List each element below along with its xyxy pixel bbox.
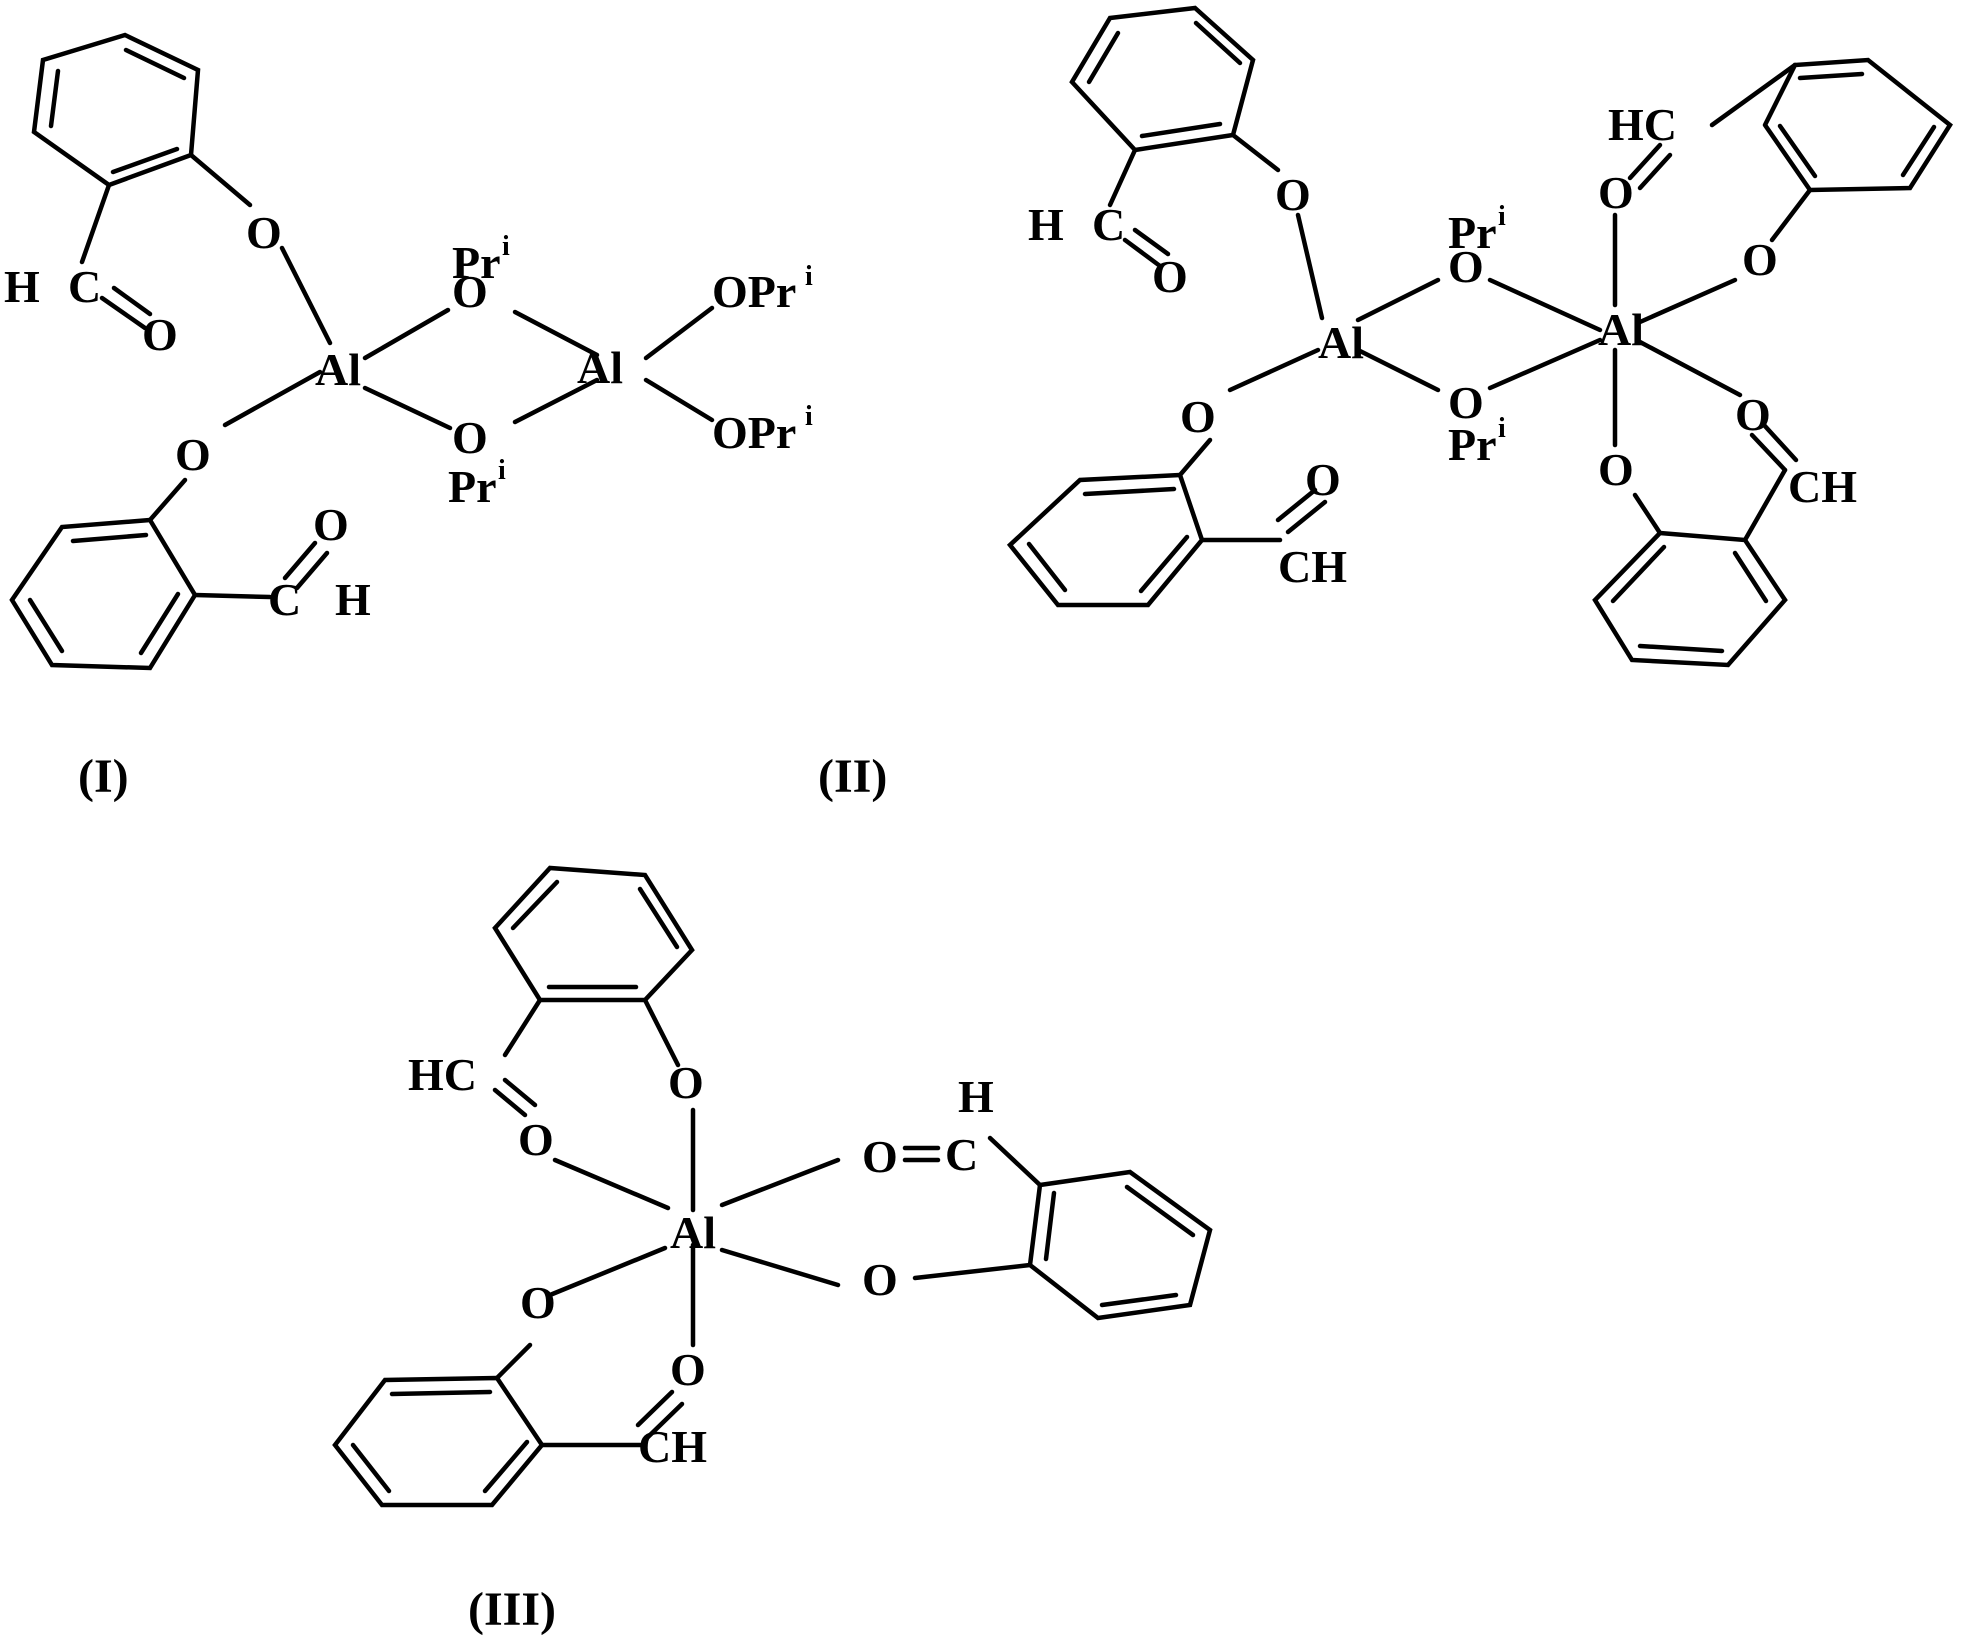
II-aluminium-right: Al [1598, 304, 1644, 355]
I-oxygen-isopropoxide-bottom: OPr [712, 407, 796, 458]
III-oxygen-bottom-phenoxide: O [520, 1277, 556, 1328]
III-carbon-right-aldehyde: C [945, 1129, 978, 1180]
caption-structure-III: (III) [468, 1583, 556, 1636]
I-oxygen-bridge-top: O [452, 266, 488, 317]
caption-structure-I: (I) [78, 750, 129, 803]
I-isopropyl-bottom: Pr [448, 461, 497, 512]
I-oxygen-bottom-phenoxide: O [175, 429, 211, 480]
II-isopropyl-top-sup: i [1498, 201, 1506, 232]
I-oxygen-isopropoxide-top-sup: i [805, 261, 813, 292]
I-oxygen-bridge-bottom: O [452, 412, 488, 463]
II-oxygen-bridge-bottom: O [1448, 377, 1484, 428]
II-oxygen-bottom-left-phenoxide: O [1180, 391, 1216, 442]
III-aluminium-center: Al [670, 1207, 716, 1258]
structure-II-bottom-left-ring [1006, 472, 1205, 608]
structure-II-top-right-ring [1762, 57, 1953, 193]
I-isopropyl-top: Pr [452, 237, 501, 288]
structure-II-bottom-right-ring [1592, 530, 1788, 668]
II-carbon-hydrogen-bottom-right-aldehyde: CH [1788, 461, 1857, 512]
structure-III-right-ring [1027, 1169, 1213, 1321]
II-oxygen-top-right-phenoxide: O [1742, 234, 1778, 285]
II-oxygen-bottom-right-phenoxide: O [1598, 444, 1634, 495]
II-oxygen-top-left-aldehyde: O [1152, 251, 1188, 302]
structure-I-top-ring [31, 32, 201, 188]
I-carbon-top-aldehyde: C [68, 261, 101, 312]
II-isopropyl-bottom-sup: i [1498, 413, 1506, 444]
I-aluminium-right: Al [577, 342, 623, 393]
III-hydrogen-right-aldehyde: H [958, 1071, 994, 1122]
II-aluminium-left: Al [1318, 317, 1364, 368]
III-hydrogen-carbon-top-aldehyde: HC [408, 1049, 477, 1100]
I-oxygen-isopropoxide-top: OPr [712, 266, 796, 317]
II-carbon-top-left-aldehyde: C [1092, 199, 1125, 250]
structure-I-bottom-ring [9, 517, 198, 671]
I-oxygen-bottom-aldehyde: O [313, 499, 349, 550]
I-hydrogen-top-aldehyde: H [4, 261, 40, 312]
structure-III-bottom-left-ring [332, 1375, 545, 1508]
I-oxygen-top-aldehyde: O [142, 309, 178, 360]
II-oxygen-bridge-top: O [1448, 241, 1484, 292]
caption-structure-II: (II) [818, 750, 887, 803]
III-oxygen-right-phenoxide: O [862, 1254, 898, 1305]
structure-III-top-ring [492, 865, 695, 1003]
structure-II: O H C O Al Pr i O O Pr i O O CH Al HC O … [818, 5, 1953, 803]
II-oxygen-top-left-phenoxide: O [1275, 169, 1311, 220]
II-oxygen-top-right-aldehyde: O [1598, 167, 1634, 218]
II-isopropyl-top: Pr [1448, 207, 1497, 258]
II-oxygen-bottom-right-aldehyde: O [1735, 389, 1771, 440]
structure-I: O H C O Al Pr i O Al OPr i OPr i O Pr i … [4, 32, 813, 803]
III-oxygen-right-aldehyde: O [862, 1131, 898, 1182]
I-hydrogen-bottom-aldehyde: H [335, 574, 371, 625]
II-hydrogen-top-left-aldehyde: H [1028, 199, 1064, 250]
II-hydrogen-carbon-top-right-aldehyde: HC [1608, 99, 1677, 150]
III-oxygen-bottom-aldehyde: O [670, 1344, 706, 1395]
I-aluminium-left: Al [315, 344, 361, 395]
structure-III: O HC O Al O C H O O O CH (III) [332, 865, 1213, 1636]
I-isopropyl-bottom-sup: i [498, 455, 506, 486]
I-isopropyl-top-sup: i [502, 231, 510, 262]
structure-II-top-left-ring [1069, 5, 1256, 153]
III-oxygen-top-aldehyde: O [518, 1114, 554, 1165]
II-isopropyl-bottom: Pr [1448, 419, 1497, 470]
II-carbon-hydrogen-bottom-left-aldehyde: CH [1278, 541, 1347, 592]
I-carbon-bottom-aldehyde: C [268, 574, 301, 625]
I-oxygen-isopropoxide-bottom-sup: i [805, 401, 813, 432]
I-oxygen-top-phenoxide: O [246, 207, 282, 258]
II-oxygen-bottom-left-aldehyde: O [1305, 454, 1341, 505]
III-carbon-hydrogen-bottom-aldehyde: CH [638, 1421, 707, 1472]
III-oxygen-top-phenoxide: O [668, 1057, 704, 1108]
